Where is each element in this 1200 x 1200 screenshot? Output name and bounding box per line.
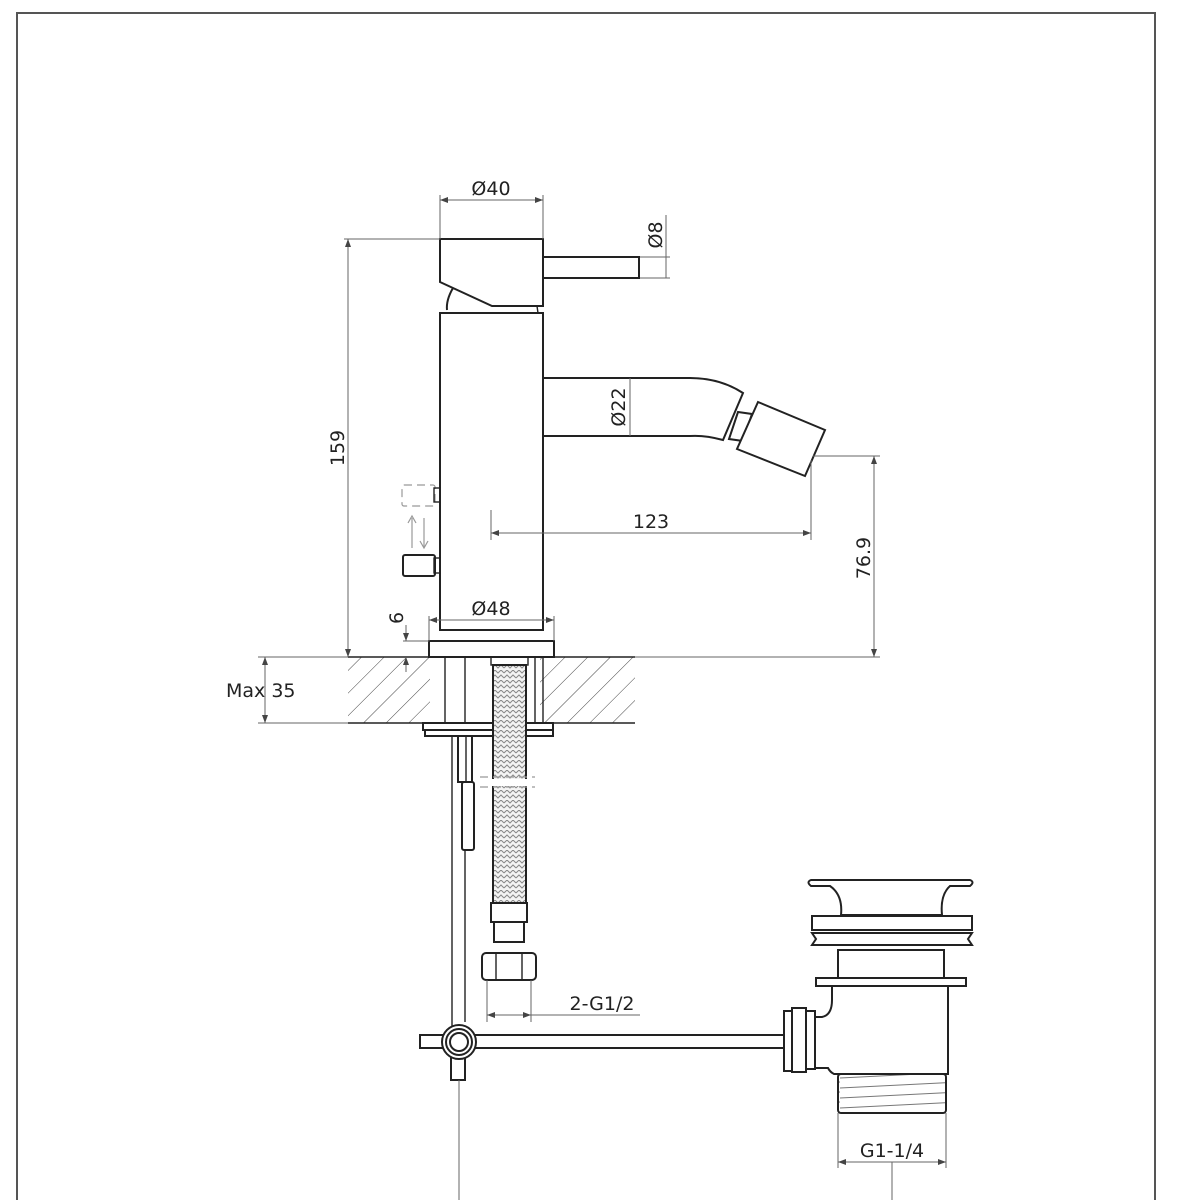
dimension-total-height: 159 — [327, 238, 440, 657]
dimension-base-diameter: Ø48 — [428, 598, 555, 641]
dim-label-max-deck-thickness: Max 35 — [226, 680, 296, 702]
dim-label-inlet-thread: 2-G1/2 — [570, 993, 635, 1015]
aerator-head — [735, 400, 827, 478]
dim-label-body-diameter: Ø40 — [471, 178, 510, 200]
base-flange — [428, 640, 555, 658]
dimension-base-thickness: 6 — [386, 612, 429, 672]
drawing-frame — [16, 12, 1156, 1200]
dimension-spout-height: 76.9 — [635, 455, 880, 658]
pop-up-linkage-rod — [419, 1024, 786, 1081]
dimension-body-diameter: Ø40 — [439, 178, 544, 239]
up-down-arrows-icon — [407, 514, 429, 550]
dim-label-spout-height: 76.9 — [853, 537, 875, 579]
dimension-lever-diameter: Ø8 — [640, 215, 670, 279]
pop-up-control-knob — [401, 484, 441, 577]
mixer-body — [439, 312, 544, 631]
braided-flexible-hose — [480, 664, 535, 904]
under-counter-assembly — [422, 656, 554, 737]
mounting-stud — [451, 735, 475, 1075]
dimension-inlet-thread: 2-G1/2 — [486, 980, 640, 1022]
dim-label-lever-diameter: Ø8 — [645, 221, 667, 248]
dim-label-base-diameter: Ø48 — [471, 598, 510, 620]
hose-nut — [481, 902, 537, 981]
dimension-max-deck-thickness: Max 35 — [226, 656, 348, 724]
lever-handle — [439, 238, 640, 314]
dim-label-spout-diameter: Ø22 — [608, 387, 630, 426]
dim-label-base-thickness: 6 — [386, 612, 408, 624]
pop-up-waste — [783, 879, 974, 1114]
dimension-spout-diameter: Ø22 — [608, 378, 631, 436]
swivel-spout — [542, 377, 754, 443]
dimension-spout-reach: 123 — [490, 460, 812, 540]
dim-label-total-height: 159 — [327, 430, 349, 466]
dimension-waste-thread: G1-1/4 — [837, 1113, 947, 1200]
dim-label-spout-reach: 123 — [633, 511, 669, 533]
countertop — [348, 656, 635, 724]
dim-label-waste-thread: G1-1/4 — [860, 1140, 924, 1162]
